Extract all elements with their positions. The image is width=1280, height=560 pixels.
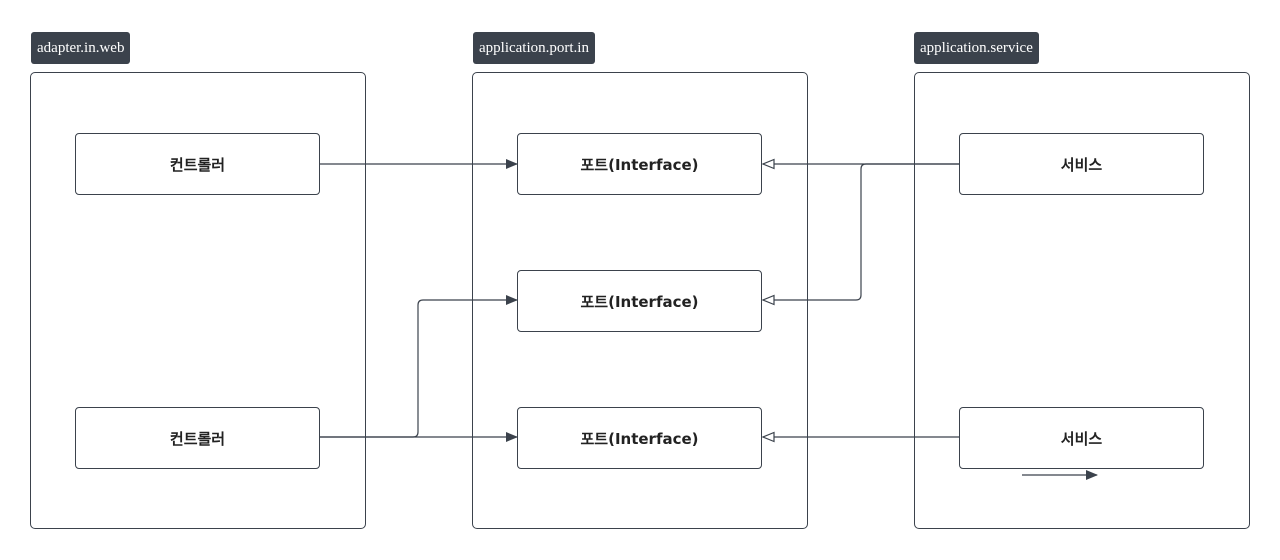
controller-box-2: 컨트롤러 xyxy=(75,407,320,469)
service-box-2: 서비스 xyxy=(959,407,1204,469)
group-tag-application-port-in: application.port.in xyxy=(473,32,595,64)
port-box-1: 포트(Interface) xyxy=(517,133,762,195)
service-box-1: 서비스 xyxy=(959,133,1204,195)
group-tag-adapter-in-web: adapter.in.web xyxy=(31,32,131,64)
port-box-2: 포트(Interface) xyxy=(517,270,762,332)
port-box-3: 포트(Interface) xyxy=(517,407,762,469)
group-tag-application-service: application.service xyxy=(914,32,1039,64)
controller-box-1: 컨트롤러 xyxy=(75,133,320,195)
